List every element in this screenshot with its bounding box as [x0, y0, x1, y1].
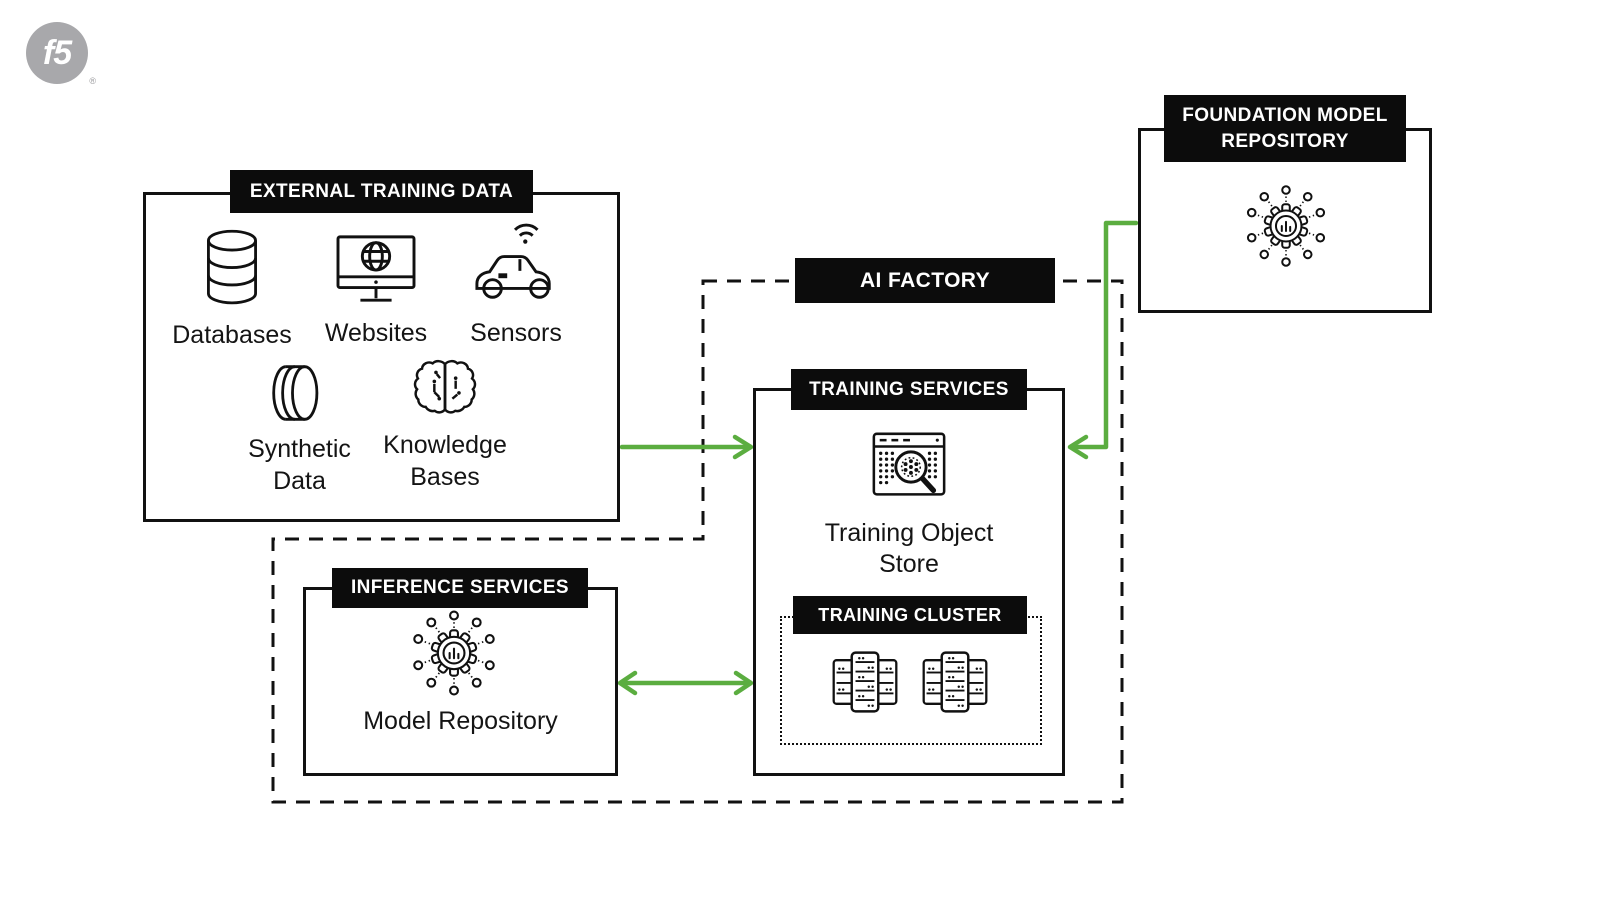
- training-services-title: TRAINING SERVICES: [809, 378, 1009, 400]
- inference-services-box: [303, 587, 618, 776]
- model-hub-icon: [413, 610, 495, 696]
- arrow-foundation-repo-to-training: [1067, 220, 1139, 460]
- ai-factory-header: AI FACTORY: [795, 258, 1055, 303]
- item-label: Synthetic Data: [248, 435, 351, 495]
- smart-car-icon: [475, 223, 551, 299]
- training-cluster-title: TRAINING CLUSTER: [818, 604, 1002, 625]
- arrow-external-data-to-training: [619, 434, 754, 460]
- database-icon: [207, 229, 257, 305]
- training-object-store-label: Training Object Store: [824, 519, 994, 579]
- external-training-data-header: EXTERNAL TRAINING DATA: [230, 170, 533, 213]
- training-services-header: TRAINING SERVICES: [791, 369, 1027, 410]
- item-sensors: Sensors: [451, 222, 581, 350]
- ai-factory-dashed-border: [271, 279, 1124, 804]
- model-hub-icon: [1246, 185, 1326, 267]
- ai-factory-title: AI FACTORY: [859, 268, 990, 292]
- object-store-search-icon: [872, 432, 946, 496]
- f5-logo: f5 ®: [26, 22, 96, 86]
- external-training-data-title: EXTERNAL TRAINING DATA: [249, 180, 514, 202]
- inference-services-title: INFERENCE SERVICES: [350, 577, 569, 598]
- model-repository-label: Model Repository: [363, 707, 558, 735]
- server-cluster-icon: [832, 651, 898, 713]
- synthetic-data-icon: [271, 365, 318, 421]
- item-label: Databases: [172, 321, 292, 349]
- brain-icon: [413, 359, 477, 414]
- f5-logo-text: f5: [42, 33, 72, 72]
- inference-services-header: INFERENCE SERVICES: [332, 568, 588, 608]
- registered-mark: ®: [89, 76, 96, 86]
- foundation-model-repository-header: FOUNDATION MODEL REPOSITORY: [1164, 95, 1406, 162]
- item-knowledge-bases: Knowledge Bases: [374, 356, 516, 493]
- item-synthetic-data: Synthetic Data: [232, 362, 367, 497]
- item-websites: Websites: [311, 232, 441, 350]
- item-label: Sensors: [470, 319, 562, 347]
- training-cluster-dotted-box: [780, 616, 1042, 745]
- item-label: Knowledge Bases: [383, 431, 507, 491]
- foundation-model-repository-title: FOUNDATION MODEL REPOSITORY: [1182, 104, 1388, 152]
- monitor-globe-icon: [336, 235, 416, 302]
- server-cluster-icon: [922, 651, 988, 713]
- training-cluster-header: TRAINING CLUSTER: [793, 596, 1027, 634]
- arrow-inference-training-bidirectional: [617, 670, 754, 696]
- item-databases: Databases: [167, 226, 297, 352]
- item-label: Websites: [324, 319, 428, 347]
